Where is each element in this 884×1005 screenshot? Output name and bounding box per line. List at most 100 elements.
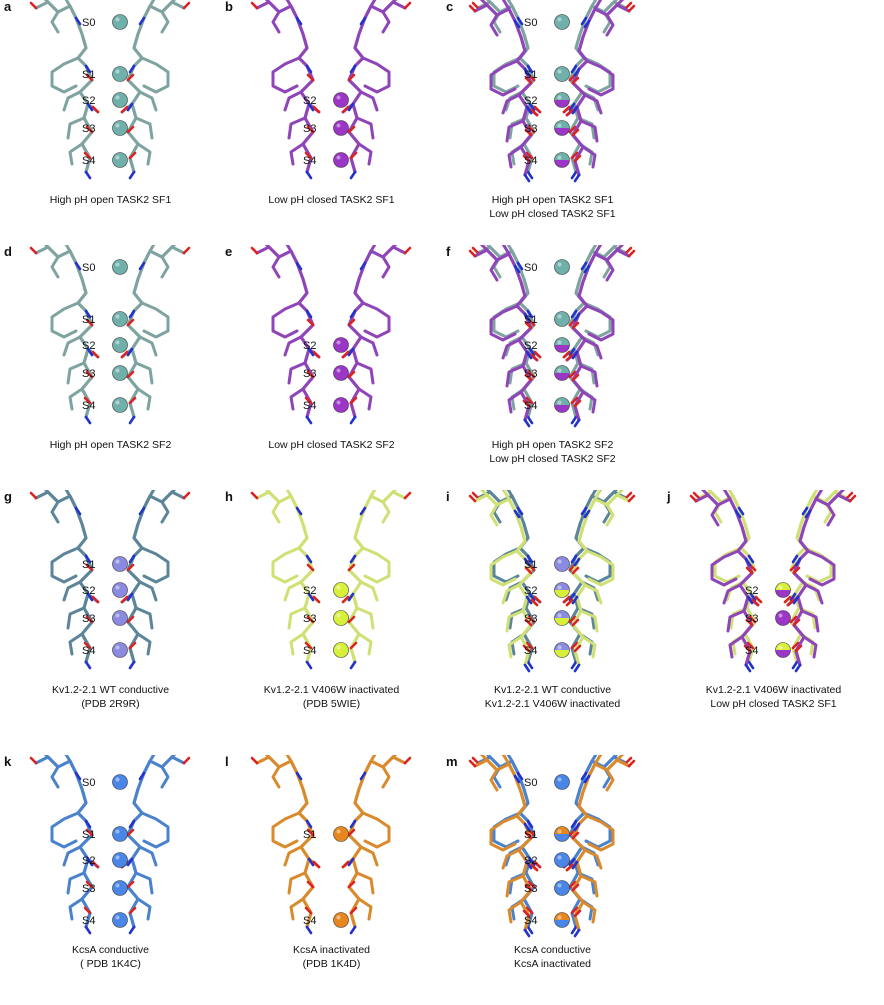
- caption-line: Low pH closed TASK2 SF1: [268, 194, 395, 206]
- ion-s2: [333, 582, 349, 598]
- ion-s3: [554, 610, 570, 626]
- caption-line: Kv1.2-2.1 V406W inactivated: [705, 684, 842, 696]
- ion-s0: [112, 14, 128, 30]
- site-label-s4: S4: [82, 915, 95, 927]
- caption-line: Kv1.2-2.1 WT conductive: [51, 684, 170, 696]
- site-label-s3: S3: [303, 368, 316, 380]
- caption-line: High pH open TASK2 SF2: [49, 439, 172, 451]
- ion-s4: [775, 642, 791, 658]
- backbone-left-teal: [29, 245, 100, 425]
- ion-s4: [333, 397, 349, 413]
- caption-line: KcsA inactivated: [292, 944, 371, 956]
- backbone-left-purple: [250, 0, 321, 180]
- ion-s0: [112, 774, 128, 790]
- site-label-s3: S3: [524, 613, 537, 625]
- backbone-right-teal: [120, 245, 191, 425]
- site-label-s4: S4: [524, 645, 537, 657]
- backbone-right-purple: [341, 0, 412, 180]
- site-label-s4: S4: [303, 645, 316, 657]
- caption-line: Kv1.2-2.1 WT conductive: [493, 684, 612, 696]
- site-label-s3: S3: [524, 883, 537, 895]
- site-label-s2: S2: [303, 340, 316, 352]
- site-label-s4: S4: [745, 645, 758, 657]
- site-label-s3: S3: [82, 123, 95, 135]
- ion-s2: [112, 852, 128, 868]
- site-label-s2: S2: [82, 585, 95, 597]
- panel-letter: i: [446, 489, 450, 504]
- caption-line: High pH open TASK2 SF1: [491, 194, 614, 206]
- panel-caption-e: Low pH closed TASK2 SF2: [221, 438, 442, 452]
- ion-s3: [333, 120, 349, 136]
- caption-line: KcsA conductive: [71, 944, 150, 956]
- panel-letter: f: [446, 244, 451, 259]
- panel-caption-h: Kv1.2-2.1 V406W inactivated(PDB 5WIE): [221, 683, 442, 711]
- site-label-s2: S2: [82, 855, 95, 867]
- site-label-s2: S2: [82, 95, 95, 107]
- site-label-s3: S3: [303, 613, 316, 625]
- ion-s0: [554, 14, 570, 30]
- backbone-left-slate: [471, 490, 542, 670]
- panel-letter: m: [446, 754, 458, 769]
- panel-letter: d: [4, 244, 12, 259]
- site-label-s1: S1: [82, 559, 95, 571]
- ion-s4: [333, 912, 349, 928]
- site-label-s4: S4: [524, 155, 537, 167]
- backbone-right-purple: [786, 490, 857, 673]
- ion-s2: [112, 582, 128, 598]
- site-label-s0: S0: [82, 777, 95, 789]
- caption-line: (PDB 5WIE): [302, 698, 361, 710]
- ion-s1: [554, 66, 570, 82]
- backbone-right-purple: [565, 245, 636, 428]
- caption-line: (PDB 2R9R): [81, 698, 140, 710]
- ion-s0: [112, 259, 128, 275]
- ion-s1: [112, 66, 128, 82]
- panel-letter: j: [667, 489, 671, 504]
- ion-s4: [112, 912, 128, 928]
- site-label-s2: S2: [524, 95, 537, 107]
- site-label-s1: S1: [82, 69, 95, 81]
- site-label-s1: S1: [303, 829, 316, 841]
- site-label-s3: S3: [745, 613, 758, 625]
- caption-line: High pH open TASK2 SF2: [491, 439, 614, 451]
- backbone-left-purple: [689, 490, 760, 673]
- backbone-right-purple: [565, 0, 636, 183]
- ion-s3: [112, 610, 128, 626]
- backbone-right-purple: [341, 245, 412, 425]
- backbone-right-teal: [562, 0, 633, 180]
- panel-caption-k: KcsA conductive( PDB 1K4C): [0, 943, 221, 971]
- ion-s3: [775, 610, 791, 626]
- site-label-s1: S1: [82, 314, 95, 326]
- ion-s2: [554, 852, 570, 868]
- panel-caption-b: Low pH closed TASK2 SF1: [221, 193, 442, 207]
- site-label-s4: S4: [82, 155, 95, 167]
- ion-s2: [554, 337, 570, 353]
- ion-s2: [112, 337, 128, 353]
- caption-line: KcsA conductive: [513, 944, 592, 956]
- backbone-left-lime: [692, 490, 763, 670]
- backbone-left-orange: [468, 755, 539, 938]
- ion-s2: [554, 92, 570, 108]
- site-label-s0: S0: [524, 17, 537, 29]
- backbone-right-teal: [562, 245, 633, 425]
- site-label-s4: S4: [82, 645, 95, 657]
- panel-letter: l: [225, 754, 229, 769]
- ion-s2: [112, 92, 128, 108]
- site-label-s2: S2: [303, 585, 316, 597]
- ion-s3: [554, 880, 570, 896]
- ion-s1: [554, 556, 570, 572]
